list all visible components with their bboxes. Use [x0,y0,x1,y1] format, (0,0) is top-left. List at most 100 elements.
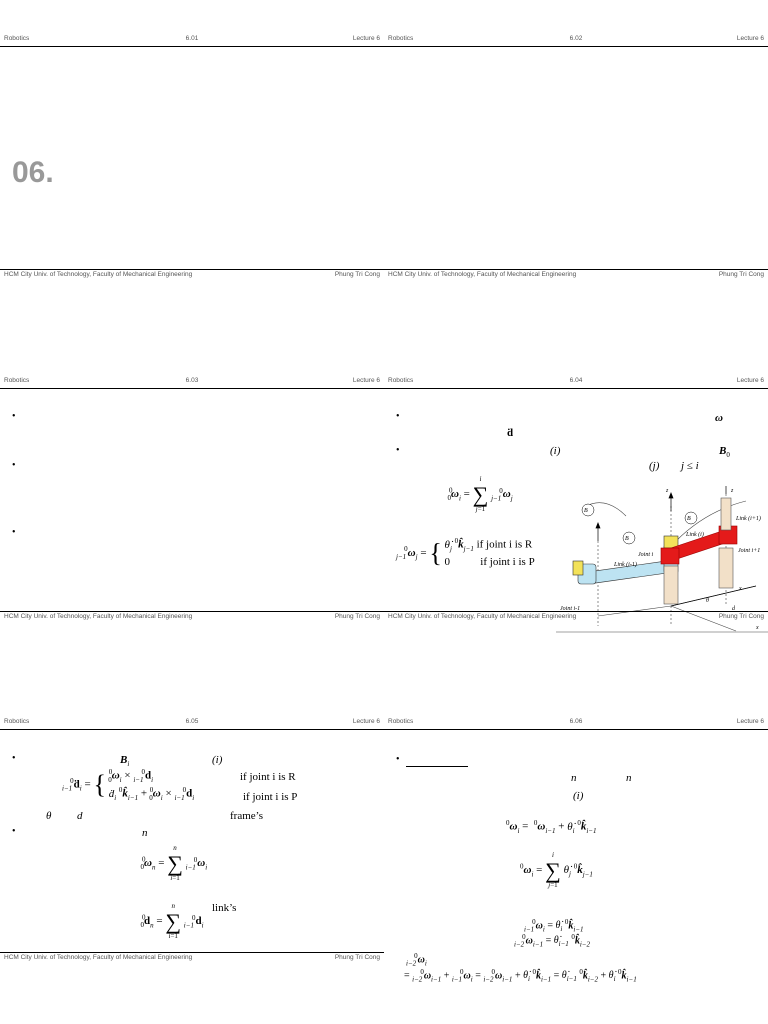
two-step-omega-expansion: = i−20ωi−1 + i−10ωi = i−20ωi−1 + θ̇i 0k̂… [404,968,637,984]
frame-b-i-minus-1-marker [581,503,595,517]
bullet: • [12,411,16,422]
header-course: Robotics [4,377,30,384]
two-step-omega-label: i−20ωi [406,952,427,968]
z-i-label: z [730,488,734,494]
slide-6-06: Robotics 6.06 Lecture 6 • n n (i) 0ωi = … [384,717,768,983]
footer-university: HCM City Univ. of Technology, Faculty of… [4,271,193,278]
header-slide-number: 6.02 [569,35,583,42]
lecture-number-title: 06. [12,156,54,189]
header-lecture: Lecture 6 [352,718,380,725]
slide-header: Robotics 6.04 Lecture 6 [384,376,768,389]
footer-author: Phung Tri Cong [334,954,380,961]
link-i [660,525,738,565]
slide-footer: HCM City Univ. of Technology, Faculty of… [384,269,768,282]
header-course: Robotics [388,35,414,42]
footer-author: Phung Tri Cong [334,613,380,620]
frame-symbol: Bi [120,754,130,769]
slide-header: Robotics 6.06 Lecture 6 [384,717,768,730]
frame-b-i-plus-1-marker [684,511,698,525]
slide-6-05: Robotics 6.05 Lecture 6 • Bi (i) i−10ḋi … [0,717,384,965]
end-effector-position-sum: 00dn = n∑i=1 i−10di [140,902,204,940]
joint-i-plus-1-label: Joint i+1 [738,548,760,554]
link-i-minus-1-label: Link (i-1) [613,561,637,568]
slide-header: Robotics 6.05 Lecture 6 [0,717,384,730]
slide-header: Robotics 6.03 Lecture 6 [0,376,384,389]
header-lecture: Lecture 6 [736,718,764,725]
footer-university: HCM City Univ. of Technology, Faculty of… [388,613,577,620]
link-i-label: Link (i) [685,531,704,538]
slide-footer: HCM City Univ. of Technology, Faculty of… [0,611,384,624]
link-i-plus-1-label: Link (i+1) [735,515,761,522]
header-course: Robotics [4,718,30,725]
link-i-label: (i) [212,754,223,766]
slide-footer: HCM City Univ. of Technology, Faculty of… [0,952,384,965]
x-i-label: x [738,586,742,592]
frame-b-i-minus-1-label: B [584,508,588,514]
header-slide-number: 6.01 [185,35,199,42]
x-i-minus-1-label: x [755,625,759,631]
angular-velocity-joint-sum: 0ωi = i∑j=1 θ̇j 0k̂j−1 [520,851,593,889]
omega-symbol: ω [715,412,723,424]
j-le-i-condition: j ≤ i [681,460,699,472]
header-slide-number: 6.04 [569,377,583,384]
base-frame-symbol: B0 [719,445,730,460]
header-lecture: Lecture 6 [736,377,764,384]
frame-axes [595,486,757,607]
slide-6-04: Robotics 6.04 Lecture 6 • ω ḋ • (i) B0 (… [384,376,768,633]
end-effector-angular-velocity-sum: 00ωn = n∑i=1 i−10ωi [140,844,208,882]
links-word: link’s [212,902,237,914]
header-course: Robotics [4,35,30,42]
bullet: • [12,527,16,538]
joint-i-label: Joint i [638,552,653,558]
header-slide-number: 6.05 [185,718,199,725]
joint-i-minus-1-label: Joint i-1 [560,606,580,612]
link-i-label: (i) [573,790,584,802]
n-symbol: n [571,772,577,784]
case-revolute-label: if joint i is R [240,771,296,783]
n-symbol: n [626,772,632,784]
theta-symbol: θ [46,810,52,822]
footer-university: HCM City Univ. of Technology, Faculty of… [4,954,193,961]
slide-footer: HCM City Univ. of Technology, Faculty of… [384,611,768,624]
frame-b-i-label: B [625,536,629,542]
bullet: • [12,826,16,837]
footer-university: HCM City Univ. of Technology, Faculty of… [4,613,193,620]
relative-angular-velocity-i: i−10ωi = θ̇i 0k̂i−1 [524,918,584,934]
relative-angular-velocity-i-minus-1: i−20ωi−1 = θ̇i−1 0k̂i−2 [514,933,590,949]
bullet: • [396,754,400,765]
header-lecture: Lecture 6 [352,35,380,42]
header-lecture: Lecture 6 [736,35,764,42]
theta-i-label: θ [706,598,709,604]
case-prismatic-label: if joint i is P [243,791,298,803]
bullet: • [396,411,400,422]
bullet: • [396,445,400,456]
slide-footer: HCM City Univ. of Technology, Faculty of… [0,269,384,282]
slide-6-01: Robotics 6.01 Lecture 6 06. HCM City Uni… [0,34,384,282]
linear-velocity-cases: i−10ḋi = { 00ωi × i−10di ḋi 0k̂i−1 + 00ω… [62,768,195,802]
heading-underline [406,766,468,767]
serial-link-diagram: B B B Link (i) Link (i-1) Link (i+1) Joi… [556,486,768,633]
link-i-plus-1 [663,497,734,605]
footer-author: Phung Tri Cong [718,271,764,278]
slide-6-02: Robotics 6.02 Lecture 6 HCM City Univ. o… [384,34,768,282]
frame-b-i-marker [622,531,636,545]
header-lecture: Lecture 6 [352,377,380,384]
d-symbol: d [77,810,83,822]
link-j-label: (j) [649,460,660,472]
bullet: • [12,753,16,764]
bullet: • [12,460,16,471]
header-course: Robotics [388,718,414,725]
header-slide-number: 6.03 [185,377,199,384]
header-slide-number: 6.06 [569,718,583,725]
d-i-label: d [732,606,736,612]
z-i-minus-1-label: z [665,488,669,494]
slide-header: Robotics 6.01 Lecture 6 [0,34,384,47]
header-course: Robotics [388,377,414,384]
link-i-label: (i) [550,445,561,457]
footer-university: HCM City Univ. of Technology, Faculty of… [388,271,577,278]
recursive-angular-velocity: 0ωi = 0ωi−1 + θ̇i 0k̂i−1 [506,819,597,835]
slide-6-03: Robotics 6.03 Lecture 6 • • • HCM City U… [0,376,384,624]
joint-i-minus-1-body [572,560,584,576]
relative-angular-velocity-cases: j−10ωj = { θ̇j 0k̂j−1 if joint i is R 0 … [396,537,535,569]
slide-header: Robotics 6.02 Lecture 6 [384,34,768,47]
